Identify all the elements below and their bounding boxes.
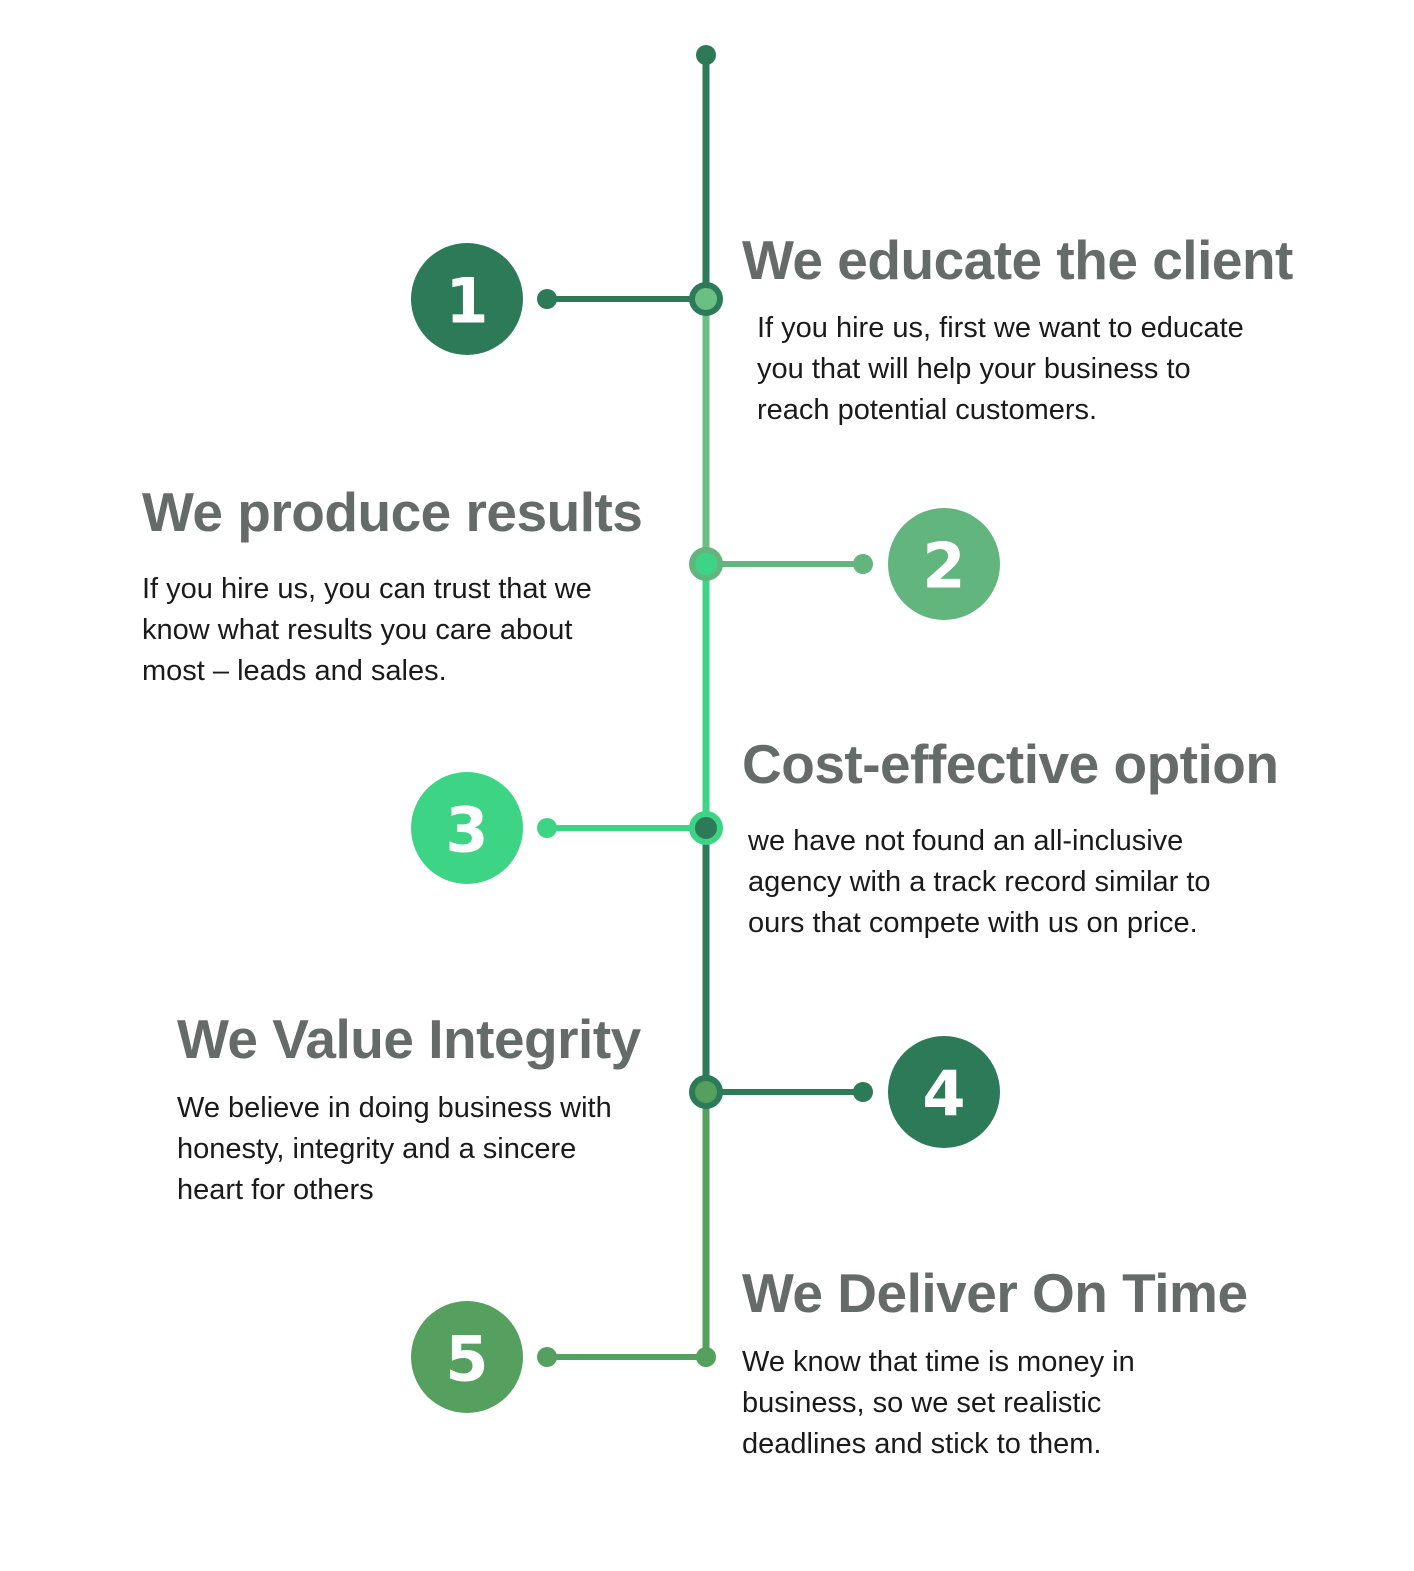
number-badge-5 <box>411 1301 523 1413</box>
spine-node-4 <box>689 1075 723 1109</box>
step-5-title: We Deliver On Time <box>742 1262 1248 1324</box>
number-badge-1-label: 1 <box>445 265 488 338</box>
step-3-description: we have not found an all-inclusive agenc… <box>748 825 1211 939</box>
connector-end-dot-2 <box>853 554 873 574</box>
connector-end-dot-4 <box>853 1082 873 1102</box>
number-badge-4 <box>888 1036 1000 1148</box>
number-badge-2 <box>888 508 1000 620</box>
spine-node-2 <box>689 547 723 581</box>
step-2-title: We produce results <box>142 481 643 543</box>
spine-node-5 <box>696 1347 716 1367</box>
connector-end-dot-3 <box>537 818 557 838</box>
spine-node-1 <box>689 282 723 316</box>
connector-end-dot-5 <box>537 1347 557 1367</box>
timeline-top-dot <box>696 45 716 65</box>
step-3-title: Cost-effective option <box>742 733 1279 795</box>
number-badge-4-label: 4 <box>922 1058 965 1131</box>
step-1-description: If you hire us, first we want to educate… <box>757 312 1244 426</box>
step-1-title: We educate the client <box>742 229 1293 291</box>
number-badge-3-label: 3 <box>445 794 488 867</box>
connector-end-dot-1 <box>537 289 557 309</box>
number-badge-2-label: 2 <box>922 530 965 603</box>
step-4-title: We Value Integrity <box>177 1008 641 1070</box>
step-5-description: We know that time is money in business, … <box>742 1346 1135 1460</box>
number-badge-1 <box>411 243 523 355</box>
step-4-description: We believe in doing business with honest… <box>177 1092 612 1206</box>
step-2-description: If you hire us, you can trust that we kn… <box>142 573 592 687</box>
spine-node-3 <box>689 811 723 845</box>
number-badge-5-label: 5 <box>445 1323 488 1396</box>
number-badge-3 <box>411 772 523 884</box>
